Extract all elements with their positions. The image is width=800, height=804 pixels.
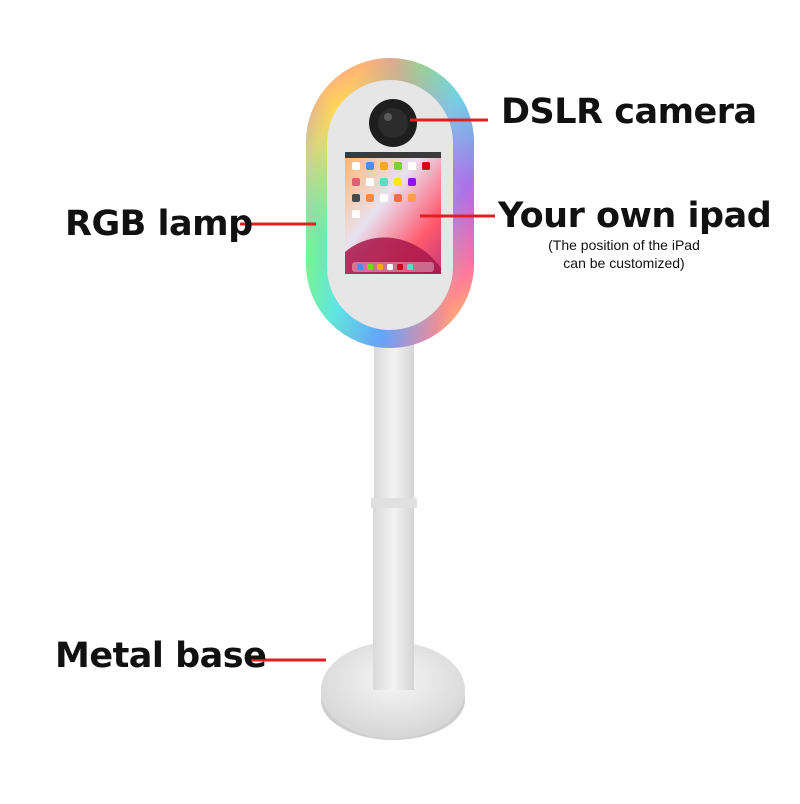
- lower-pole: [373, 505, 414, 690]
- ipad-top-bezel: [345, 152, 441, 158]
- label-rgb-lamp: RGB lamp: [65, 204, 253, 244]
- label-dslr-camera: DSLR camera: [501, 92, 757, 132]
- ipad-position-note: (The position of the iPad can be customi…: [520, 236, 728, 272]
- ipad-note-line-2: can be customized): [563, 255, 685, 271]
- pole-joint: [371, 498, 417, 508]
- ipad-dock-icons: [357, 264, 413, 270]
- camera-lens-highlight: [384, 113, 392, 121]
- ipad-note-line-1: (The position of the iPad: [548, 237, 700, 253]
- label-metal-base: Metal base: [55, 636, 267, 676]
- ipad-app-icons: [352, 162, 430, 218]
- camera-lens-inner: [378, 108, 408, 138]
- upper-pole: [374, 340, 414, 510]
- label-your-own-ipad: Your own ipad: [498, 196, 772, 236]
